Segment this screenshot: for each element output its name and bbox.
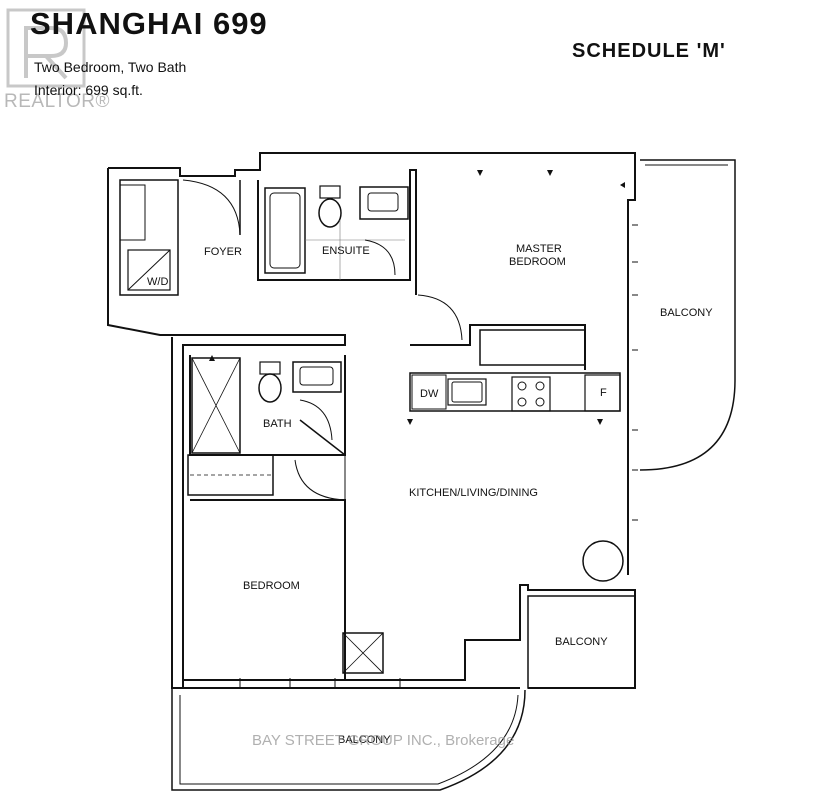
south-balcony xyxy=(171,688,526,791)
room-label-master-line1: MASTER xyxy=(516,243,562,255)
room-label-foyer: FOYER xyxy=(204,246,242,258)
dining-table xyxy=(582,540,624,582)
master-closet xyxy=(479,329,586,366)
appliance-label-fridge: F xyxy=(600,387,607,399)
outer-wall-west xyxy=(107,168,346,688)
ensuite-tub xyxy=(264,187,306,274)
outer-wall xyxy=(108,152,636,575)
kitchen-counter xyxy=(409,372,621,412)
ensuite-walls xyxy=(257,169,417,295)
appliance-label-dw: DW xyxy=(420,388,439,400)
room-label-master-line2: BEDROOM xyxy=(509,256,566,268)
realtor-logo xyxy=(6,8,86,88)
small-balcony xyxy=(527,595,636,689)
plan-subtitle: Two Bedroom, Two Bath xyxy=(34,59,187,75)
shaft xyxy=(342,632,384,674)
bath-toilet xyxy=(258,373,282,403)
fridge xyxy=(584,374,621,412)
ensuite-vanity xyxy=(359,186,409,220)
plan-interior-area: Interior: 699 sq.ft. xyxy=(34,82,143,98)
ensuite-toilet xyxy=(318,198,342,228)
bath-vanity xyxy=(292,361,342,393)
room-label-balcony-south: BALCONY xyxy=(338,734,391,746)
room-label-wd: W/D xyxy=(147,276,169,288)
east-balcony xyxy=(639,159,736,471)
cooktop xyxy=(511,376,551,412)
dishwasher xyxy=(411,374,447,410)
kitchen-sink xyxy=(447,378,487,406)
bedroom-closet xyxy=(187,454,274,496)
room-label-ensuite: ENSUITE xyxy=(322,245,370,257)
wd-unit xyxy=(127,249,171,291)
realtor-wordmark: REALTOR® xyxy=(4,91,110,112)
room-label-balcony-small: BALCONY xyxy=(555,636,608,648)
room-label-kitchen-living-dining: KITCHEN/LIVING/DINING xyxy=(409,487,538,499)
schedule-label: SCHEDULE 'M' xyxy=(572,40,726,62)
room-label-bath: BATH xyxy=(263,418,292,430)
plan-title: SHANGHAI 699 xyxy=(30,6,268,41)
room-label-balcony-east: BALCONY xyxy=(660,307,713,319)
room-label-bedroom: BEDROOM xyxy=(243,580,300,592)
brokerage-watermark: BAY STREET GROUP INC., Brokerage xyxy=(252,732,515,749)
bath-walls xyxy=(189,355,346,456)
bath-shower xyxy=(191,357,241,454)
